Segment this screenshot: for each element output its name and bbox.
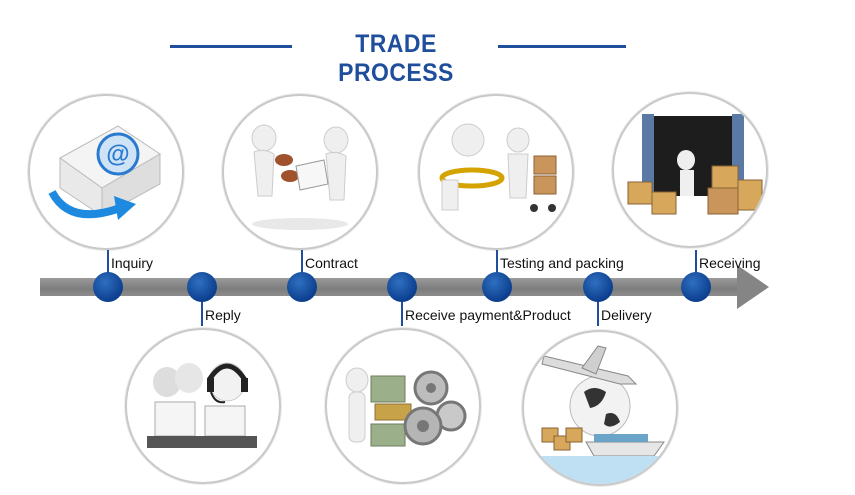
label-payment: Receive payment&Product [405, 307, 571, 323]
node-delivery [583, 272, 613, 302]
tick-delivery [597, 300, 599, 326]
timeline-arrowhead [737, 265, 769, 309]
tick-receiving [695, 250, 697, 274]
label-inquiry: Inquiry [111, 255, 154, 271]
title-rule-right [498, 45, 626, 48]
title-text: TRADE PROCESS [338, 30, 454, 87]
node-contract [287, 272, 317, 302]
money-gears-icon [345, 367, 467, 447]
tick-testing [496, 250, 498, 274]
step-payment-illustration [325, 328, 481, 484]
label-testing: Testing and packing [500, 255, 624, 271]
handshake-contract-icon [251, 124, 349, 230]
node-testing [482, 272, 512, 302]
call-center-icon [147, 362, 257, 448]
globe-plane-ship-icon [524, 345, 676, 484]
svg-text:@: @ [106, 141, 129, 168]
step-receiving-illustration [612, 92, 768, 248]
step-delivery-illustration [522, 330, 678, 486]
tick-reply [201, 300, 203, 326]
step-reply-illustration [125, 328, 281, 484]
node-reply [187, 272, 217, 302]
title-rule-left [170, 45, 292, 48]
step-testing-illustration [418, 94, 574, 250]
label-delivery: Delivery [601, 307, 652, 323]
tick-contract [301, 250, 303, 274]
node-receiving [681, 272, 711, 302]
envelope-at-icon: @ [48, 125, 161, 220]
diagram-title: TRADE PROCESS [0, 28, 800, 87]
label-contract: Contract [305, 255, 358, 271]
label-reply: Reply [205, 307, 241, 323]
magnifier-boxes-icon [439, 123, 557, 212]
node-inquiry [93, 272, 123, 302]
step-inquiry-illustration: @ [28, 94, 184, 250]
tick-payment [401, 300, 403, 326]
container-boxes-icon [627, 114, 763, 215]
node-payment [387, 272, 417, 302]
step-contract-illustration [222, 94, 378, 250]
tick-inquiry [107, 250, 109, 274]
label-receiving: Receiving [699, 255, 761, 271]
